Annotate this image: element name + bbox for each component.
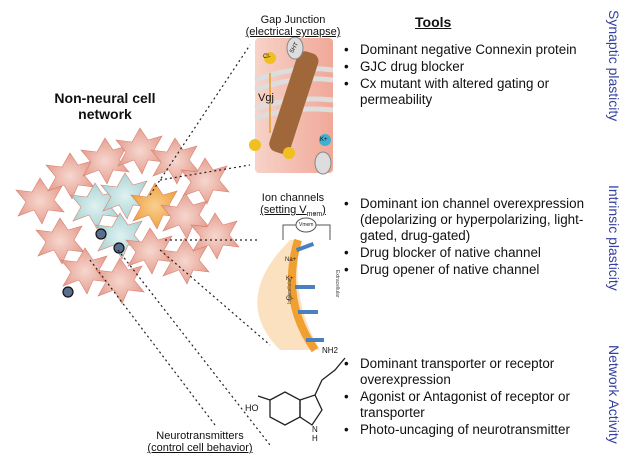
ion-k-label: K+ bbox=[286, 276, 294, 282]
category-intrinsic-plasticity: Intrinsic plasticity bbox=[606, 185, 622, 291]
gap-junction-subtitle: (electrical synapse) bbox=[245, 26, 341, 38]
tools-heading: Tools bbox=[415, 14, 452, 30]
neurotransmitters-title: Neurotransmitters bbox=[156, 430, 244, 442]
serotonin-structure bbox=[257, 357, 346, 426]
ion-channels-caption: Ion channels (setting Vmem) bbox=[238, 192, 348, 221]
vgj-label: Vgj bbox=[258, 92, 274, 104]
subtitle-prefix: (setting V bbox=[260, 204, 307, 216]
list-item: Drug blocker of native channel bbox=[340, 245, 595, 261]
category-network-activity: Network Activity bbox=[606, 345, 622, 444]
h-label: H bbox=[312, 434, 318, 443]
extracellular-label: Extracellular bbox=[334, 270, 340, 298]
list-item: Drug opener of native channel bbox=[340, 262, 595, 278]
k-label: K+ bbox=[320, 137, 328, 143]
list-item: Dominant transporter or receptor overexp… bbox=[340, 356, 610, 388]
nh2-label: NH2 bbox=[322, 346, 339, 355]
synaptic-tools-list: Dominant negative Connexin protein GJC d… bbox=[340, 42, 600, 109]
list-item: Cx mutant with altered gating or permeab… bbox=[340, 76, 600, 108]
na-label: Na+ bbox=[285, 257, 297, 263]
network-tools-list: Dominant transporter or receptor overexp… bbox=[340, 356, 610, 439]
gap-junction-illustration bbox=[249, 36, 334, 175]
cl-label: Cl- bbox=[263, 54, 271, 60]
gap-junction-caption: Gap Junction (electrical synapse) bbox=[238, 14, 348, 38]
intracellular-label: Intracellular bbox=[287, 278, 293, 304]
cell-network bbox=[15, 127, 240, 305]
ho-label: HO bbox=[245, 403, 259, 413]
ion-cl-label: Cl- bbox=[286, 296, 294, 302]
list-item: Photo-uncaging of neurotransmitter bbox=[340, 422, 610, 438]
network-label: Non-neural cell network bbox=[54, 90, 156, 122]
category-synaptic-plasticity: Synaptic plasticity bbox=[606, 10, 622, 122]
list-item: Dominant ion channel overexpression (dep… bbox=[340, 196, 595, 244]
ion-channel-illustration bbox=[257, 217, 331, 353]
neurotransmitters-caption: Neurotransmitters (control cell behavior… bbox=[135, 430, 265, 454]
intrinsic-tools-list: Dominant ion channel overexpression (dep… bbox=[340, 196, 595, 279]
cell-markers bbox=[62, 228, 125, 298]
list-item: Dominant negative Connexin protein bbox=[340, 42, 600, 58]
list-item: GJC drug blocker bbox=[340, 59, 600, 75]
vmem-label: Vmem bbox=[299, 222, 314, 228]
n-label: N bbox=[312, 425, 318, 434]
list-item: Agonist or Antagonist of receptor or tra… bbox=[340, 389, 610, 421]
subtitle-sub: mem bbox=[306, 211, 323, 219]
ion-channels-title: Ion channels bbox=[261, 192, 325, 204]
connector-lines bbox=[89, 44, 271, 446]
subtitle-suffix: ) bbox=[322, 204, 326, 216]
neurotransmitters-subtitle: (control cell behavior) bbox=[147, 442, 253, 454]
gap-junction-title: Gap Junction bbox=[260, 14, 326, 26]
